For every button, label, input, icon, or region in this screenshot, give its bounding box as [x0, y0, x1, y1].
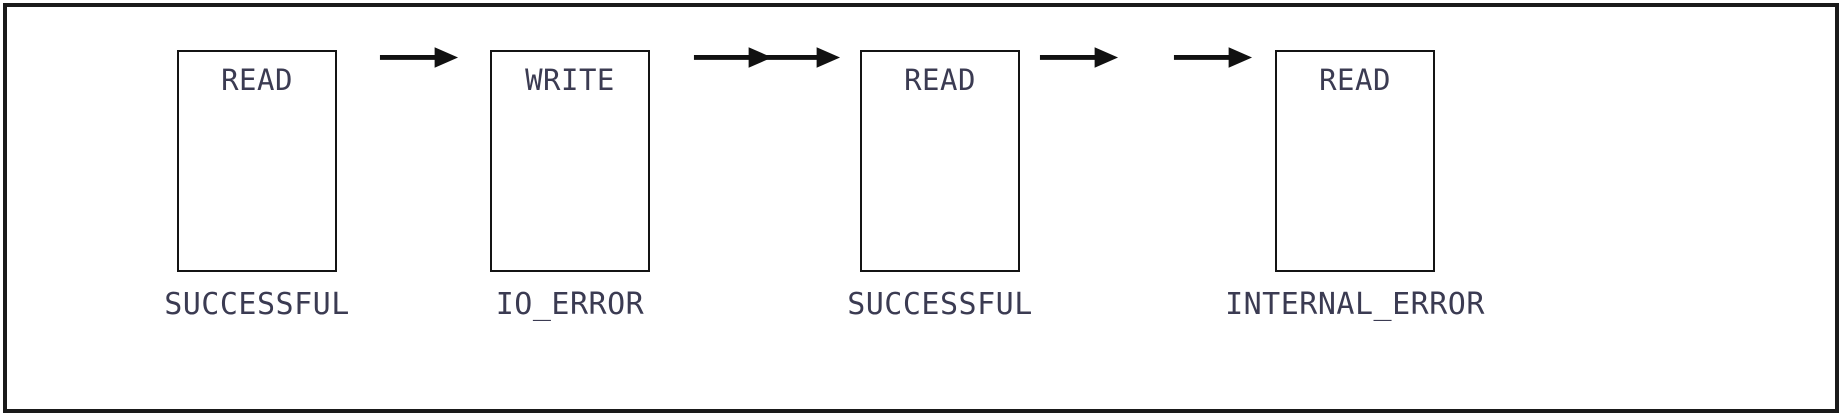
operation-box-4[interactable]: READ [1275, 50, 1435, 272]
flow-arrow-2-icon [692, 44, 774, 70]
flow-arrow-5-icon [1172, 44, 1254, 70]
flow-arrow-1-icon [378, 44, 460, 70]
status-label-4: INTERNAL_ERROR [1225, 287, 1485, 322]
status-label-1: SUCCESSFUL [164, 287, 350, 322]
flow-arrow-4-icon [1038, 44, 1120, 70]
status-label-3: SUCCESSFUL [847, 287, 1033, 322]
status-label-2: IO_ERROR [495, 287, 645, 322]
operation-box-3[interactable]: READ [860, 50, 1020, 272]
flow-arrow-3-icon [760, 44, 842, 70]
operation-box-2[interactable]: WRITE [490, 50, 650, 272]
operation-box-3-label: READ [904, 63, 976, 97]
operation-box-2-label: WRITE [525, 63, 615, 97]
operation-box-1[interactable]: READ [177, 50, 337, 272]
operation-box-4-label: READ [1319, 63, 1391, 97]
operation-box-1-label: READ [221, 63, 293, 97]
